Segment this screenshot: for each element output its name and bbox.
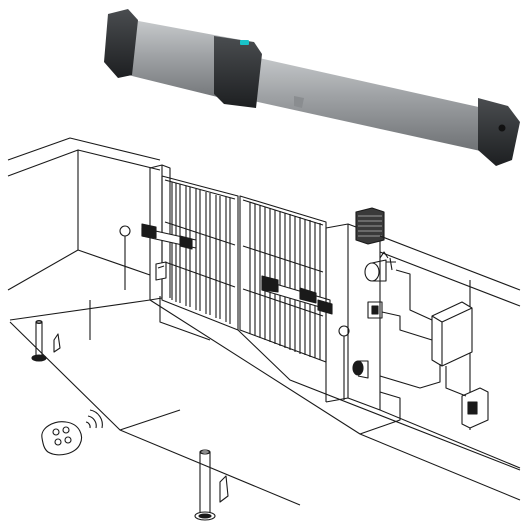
left-photocell-icon (155, 261, 167, 281)
ground-post-front-icon (194, 449, 229, 521)
right-pillar (325, 223, 381, 411)
photocell-post-icon (352, 360, 369, 379)
photocell-icon (364, 251, 396, 282)
ground-post-left-icon (31, 319, 61, 362)
control-unit-icon (431, 301, 473, 367)
wall-key-switch-icon (461, 387, 489, 429)
installation-drawing (7, 137, 521, 521)
gate-leaf-right (239, 195, 327, 363)
remote-control-icon (41, 409, 103, 456)
gate-actuator-left (141, 223, 197, 250)
gate-leaf-left (161, 175, 239, 331)
driveway (9, 299, 521, 506)
flashing-lamp-icon (355, 207, 385, 245)
wiring (159, 269, 467, 435)
key-selector-icon (367, 301, 383, 319)
left-wall (7, 137, 161, 291)
linear-actuator-icon (104, 9, 520, 166)
gate-actuator-right (261, 275, 333, 315)
status-led-icon (240, 40, 249, 45)
